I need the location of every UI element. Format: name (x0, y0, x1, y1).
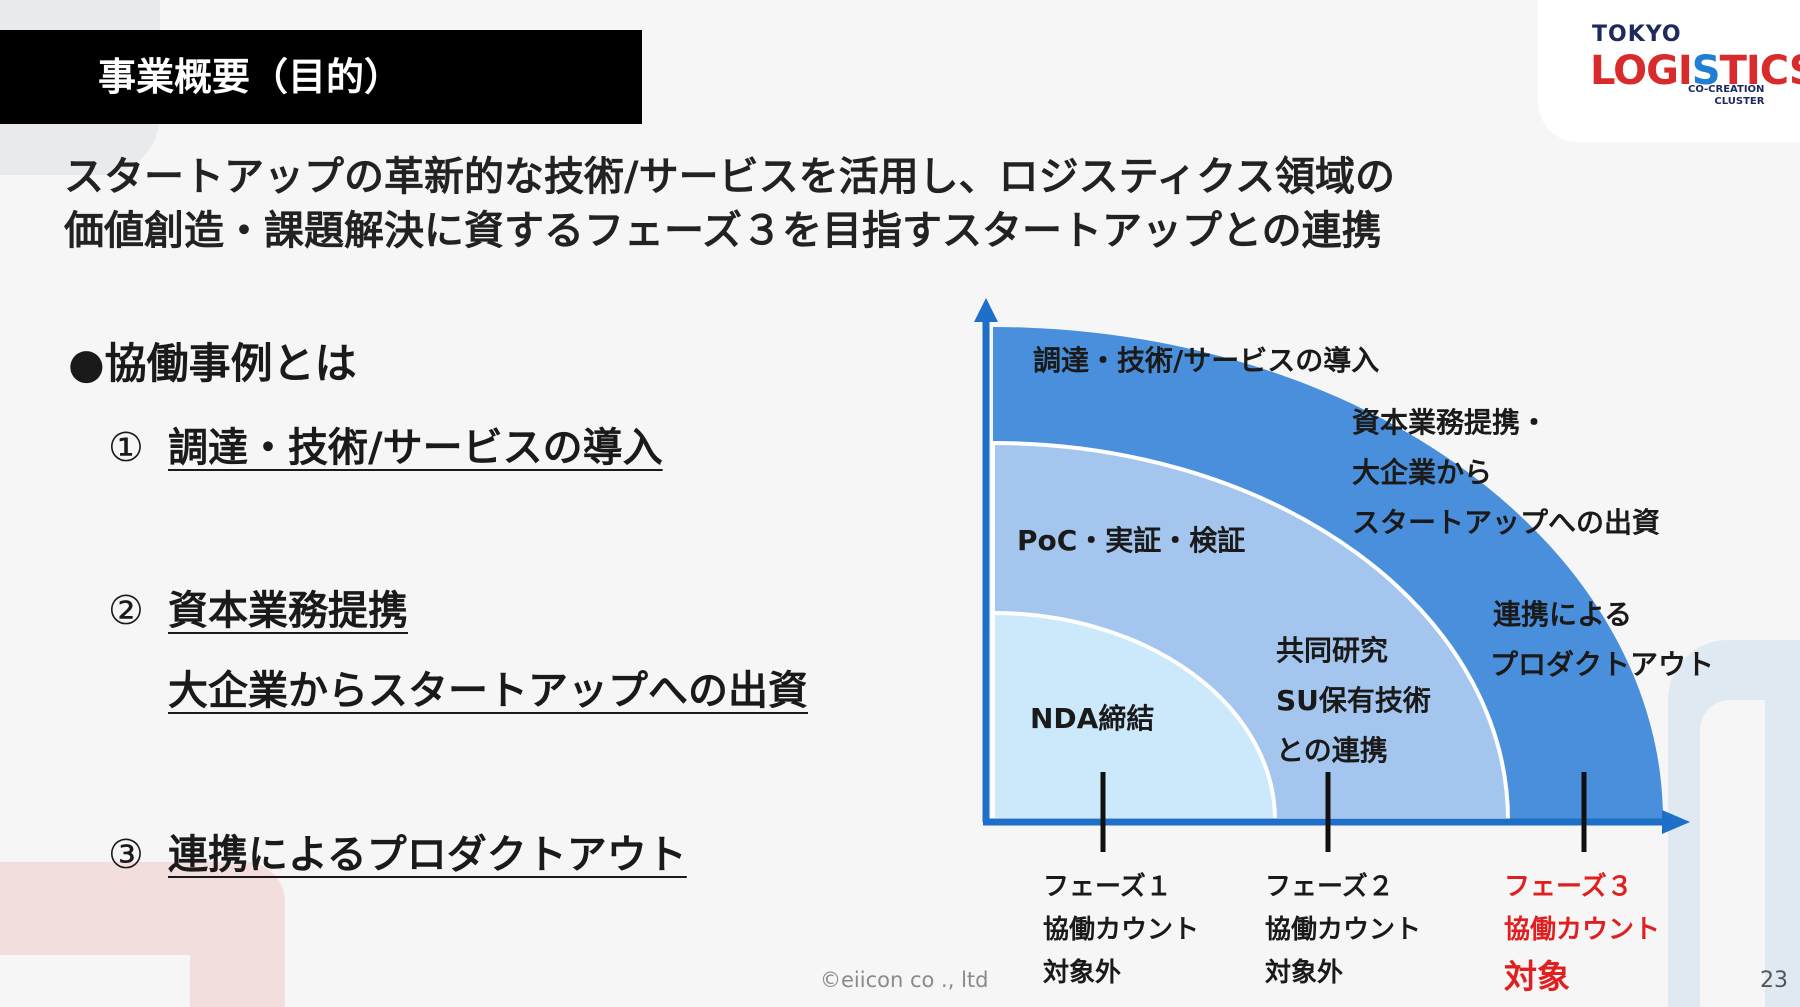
logo-sub-2: CLUSTER (1714, 96, 1765, 107)
example-item-1-text: 調達・技術/サービスの導入 (168, 425, 663, 471)
headline-line-1: スタートアップの革新的な技術/サービスを活用し、ロジスティクス領域の (64, 154, 1396, 200)
page-number: 23 (1760, 968, 1788, 993)
page-title: 事業概要（目的） (0, 30, 642, 124)
headline-line-2: 価値創造・課題解決に資するフェーズ３を目指すスタートアップとの連携 (64, 208, 1382, 254)
outer-right-line-1: 資本業務提携・ (1352, 406, 1548, 439)
phase-3-line-2: 協働カウント (1504, 915, 1660, 945)
middle-right-line-2: SU保有技術 (1276, 684, 1431, 717)
logo-part-2: S (1691, 48, 1721, 94)
logo-tokyo-text: TOKYO (1592, 22, 1682, 47)
example-item-1: ① 調達・技術/サービスの導入 (108, 415, 663, 473)
example-item-2-detail-text: 大企業からスタートアップへの出資 (168, 668, 808, 714)
examples-title: ●協働事例とは (68, 339, 357, 388)
logo-part-3: TICS (1719, 48, 1800, 94)
middle-left-label: PoC・実証・検証 (1017, 524, 1245, 557)
headline: スタートアップの革新的な技術/サービスを活用し、ロジスティクス領域の 価値創造・… (64, 150, 1624, 258)
phase-3-line-3: 対象 (1504, 957, 1570, 996)
x-axis-arrow (1662, 810, 1690, 834)
example-item-1-number: ① (108, 425, 144, 471)
logo-logistics-text: LOGISTICS (1590, 48, 1800, 94)
example-item-2: ② 資本業務提携 (108, 578, 408, 636)
middle-right-line-1: 共同研究 (1276, 634, 1388, 667)
outer-label: 調達・技術/サービスの導入 (1033, 344, 1379, 377)
inner-label: NDA締結 (1030, 702, 1154, 735)
phase-1-line-3: 対象外 (1043, 957, 1121, 988)
phase-2-line-1: フェーズ２ (1265, 871, 1394, 902)
phase-2-line-3: 対象外 (1265, 957, 1343, 988)
example-item-2-detail: 大企業からスタートアップへの出資 (168, 658, 808, 716)
inner-region (991, 610, 1278, 822)
phase-3-line-1: フェーズ３ (1504, 871, 1633, 902)
outer-right2-line-2: プロダクトアウト (1490, 648, 1714, 681)
outer-right-line-3: スタートアップへの出資 (1352, 506, 1660, 539)
example-item-3: ③ 連携によるプロダクトアウト (108, 822, 687, 880)
example-item-2-text: 資本業務提携 (168, 588, 408, 634)
copyright: ©eiicon co ., ltd (820, 968, 989, 992)
outer-right-line-2: 大企業から (1352, 456, 1492, 489)
phase-2-line-2: 協働カウント (1265, 915, 1421, 945)
y-axis-arrow (974, 298, 998, 322)
outer-right2-line-1: 連携による (1493, 598, 1632, 631)
phase-1-line-1: フェーズ１ (1043, 871, 1172, 902)
decorative-shape-right-inner (1700, 700, 1765, 1007)
example-item-3-text: 連携によるプロダクトアウト (168, 832, 687, 878)
logo-sub-1: CO-CREATION (1688, 84, 1765, 95)
logo-part-1: LOGI (1590, 48, 1693, 94)
example-item-2-number: ② (108, 588, 144, 634)
example-item-3-number: ③ (108, 832, 144, 878)
phase-1-line-2: 協働カウント (1043, 915, 1199, 945)
middle-right-line-3: との連携 (1276, 734, 1388, 767)
decorative-shape-bottom-left-inner (0, 955, 190, 1007)
